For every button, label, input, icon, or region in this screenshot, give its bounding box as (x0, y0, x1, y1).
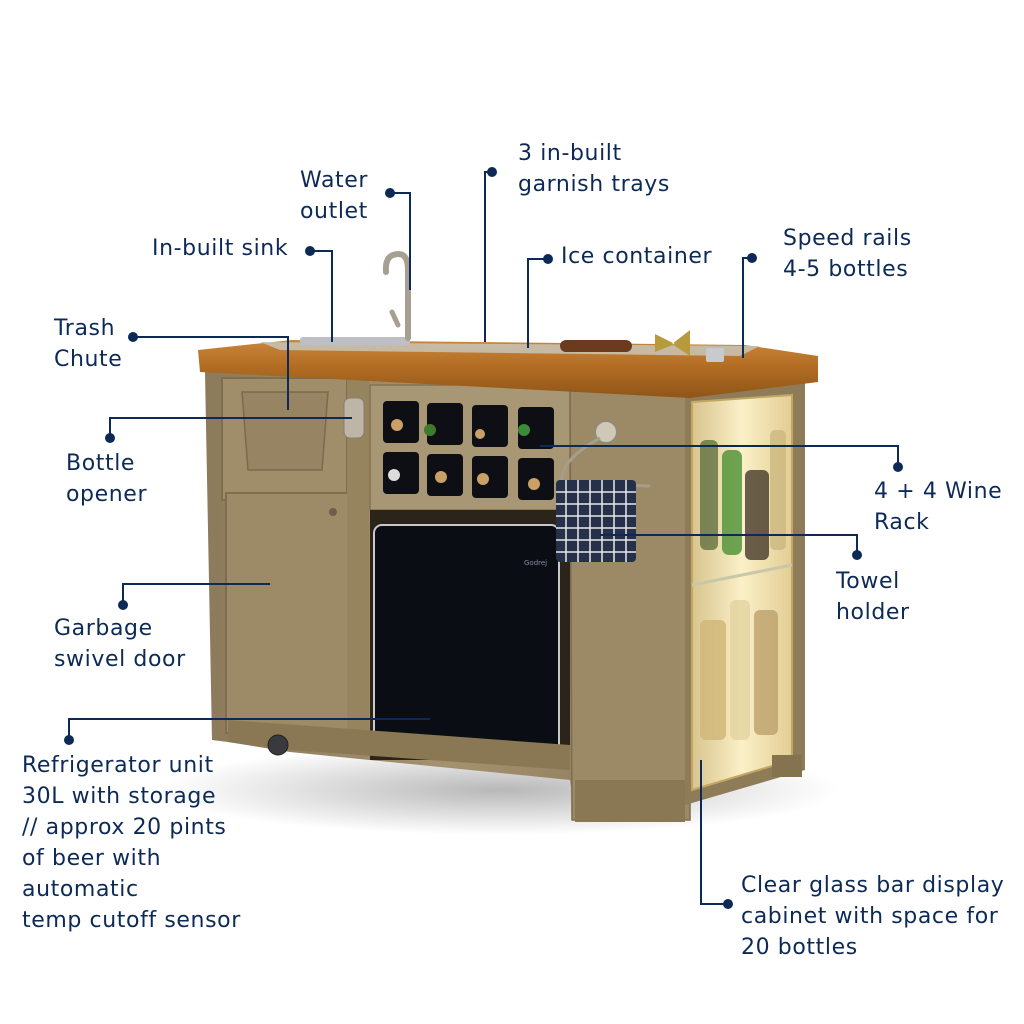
label-speed-rails: Speed rails 4-5 bottles (783, 226, 912, 282)
muddler (560, 340, 632, 352)
label-water-outlet: Water outlet (300, 168, 369, 224)
fridge-brand: Godrej (524, 559, 547, 567)
label-inbuilt-sink: In-built sink (152, 236, 289, 261)
towel (556, 480, 636, 562)
towel-holder-ring (594, 420, 618, 444)
sink-basin (300, 337, 410, 345)
wine-corks (388, 419, 540, 490)
shaker-cup (706, 348, 724, 362)
water-faucet (382, 251, 411, 341)
label-ice-container: Ice container (561, 244, 713, 269)
label-trash-chute: Trash Chute (54, 316, 123, 372)
jigger (655, 330, 690, 356)
label-glass-cabinet: Clear glass bar display cabinet with spa… (741, 873, 1005, 960)
label-bottle-opener: Bottle opener (66, 451, 148, 507)
label-refrigerator: Refrigerator unit 30L with storage // ap… (22, 753, 241, 933)
display-bottles (691, 430, 793, 740)
countertop-inserts (260, 342, 760, 356)
label-towel-holder: Towel holder (836, 569, 910, 625)
cabinet-body: Godrej (205, 372, 805, 822)
label-garnish-trays: 3 in-built garnish trays (518, 141, 670, 197)
label-garbage-door: Garbage swivel door (54, 616, 186, 672)
wine-rack-cells (383, 401, 554, 500)
trash-chute-flap (241, 391, 329, 471)
callout-lines (68, 171, 899, 905)
wood-countertop (198, 337, 818, 398)
garbage-swivel-door (225, 492, 349, 734)
callout-dots (64, 167, 903, 909)
label-wine-rack: 4 + 4 Wine Rack (874, 479, 1003, 535)
caster-wheel (267, 734, 289, 756)
